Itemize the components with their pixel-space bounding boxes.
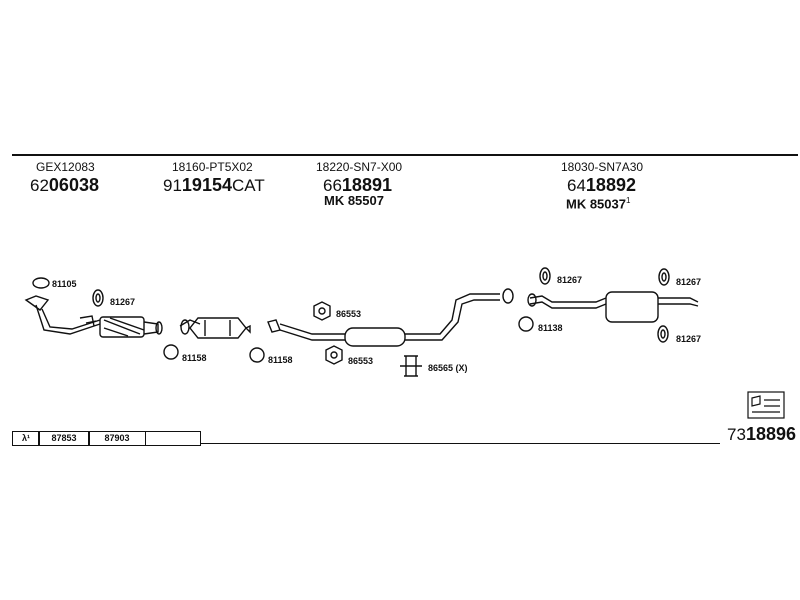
label-81158-b: 81158: [268, 355, 293, 365]
label-81158-a: 81158: [182, 353, 207, 363]
catalog-logo-icon: [747, 391, 785, 419]
part-prefix-2: 91: [163, 176, 182, 195]
center-pipe: [267, 288, 514, 347]
label-81138: 81138: [538, 323, 563, 333]
part-mk-3: MK 85507: [324, 193, 384, 208]
mount-86553-a: [313, 301, 331, 321]
part-main-1: 06038: [48, 175, 99, 195]
label-81105: 81105: [52, 279, 77, 289]
part-oem-4: 18030-SN7A30: [561, 160, 644, 174]
header-rule: [12, 154, 798, 156]
clamp-81267-c: [658, 268, 670, 286]
ring-81158-a: [163, 344, 179, 360]
part-prefix-3: 66: [323, 176, 342, 195]
rear-silencer: [527, 291, 699, 323]
part-number-2[interactable]: 9119154CAT: [163, 175, 265, 196]
code-box-1[interactable]: 87853: [38, 431, 90, 446]
part-mk-4-sup: 1: [625, 196, 631, 205]
clamp-81267-d: [657, 325, 669, 343]
part-suffix-2: CAT: [231, 176, 265, 195]
code-box-2[interactable]: 87903: [88, 431, 146, 446]
kit-prefix: 73: [727, 425, 746, 444]
lambda-sensor-box: λ¹: [12, 431, 40, 446]
code-box-empty: [144, 431, 201, 446]
front-pipe: [24, 295, 163, 338]
ring-81138: [518, 316, 534, 332]
ring-81158-b: [249, 347, 265, 363]
catalytic-converter: [179, 317, 251, 339]
label-81267-c: 81267: [676, 277, 702, 287]
part-main-4: 18892: [585, 175, 636, 195]
label-86553-b: 86553: [348, 356, 374, 366]
kit-number[interactable]: 7318896: [727, 424, 796, 445]
label-81267-b: 81267: [557, 275, 583, 285]
footer-rule: [200, 443, 720, 444]
label-86565: 86565 (X): [428, 363, 468, 373]
part-main-3: 18891: [341, 175, 392, 195]
clamp-81267-a: [92, 289, 104, 307]
mount-86553-b: [325, 345, 343, 365]
part-number-3[interactable]: 6618891: [323, 175, 392, 196]
part-oem-3: 18220-SN7-X00: [316, 160, 403, 174]
part-prefix-1: 62: [30, 176, 49, 195]
label-81267-d: 81267: [676, 334, 702, 344]
part-main-2: 19154: [181, 175, 232, 195]
clip-86565: [400, 355, 422, 377]
part-oem-1: GEX12083: [36, 160, 95, 174]
label-81267-a: 81267: [110, 297, 136, 307]
part-number-1[interactable]: 6206038: [30, 175, 99, 196]
part-oem-2: 18160-PT5X02: [172, 160, 253, 174]
part-prefix-4: 64: [567, 176, 586, 195]
label-86553-a: 86553: [336, 309, 362, 319]
part-number-4[interactable]: 6418892: [567, 175, 636, 196]
kit-main: 18896: [745, 424, 796, 444]
gasket-ring-81105: [32, 277, 50, 289]
part-mk-4: MK 850371: [566, 196, 631, 212]
clamp-81267-b: [539, 267, 551, 285]
